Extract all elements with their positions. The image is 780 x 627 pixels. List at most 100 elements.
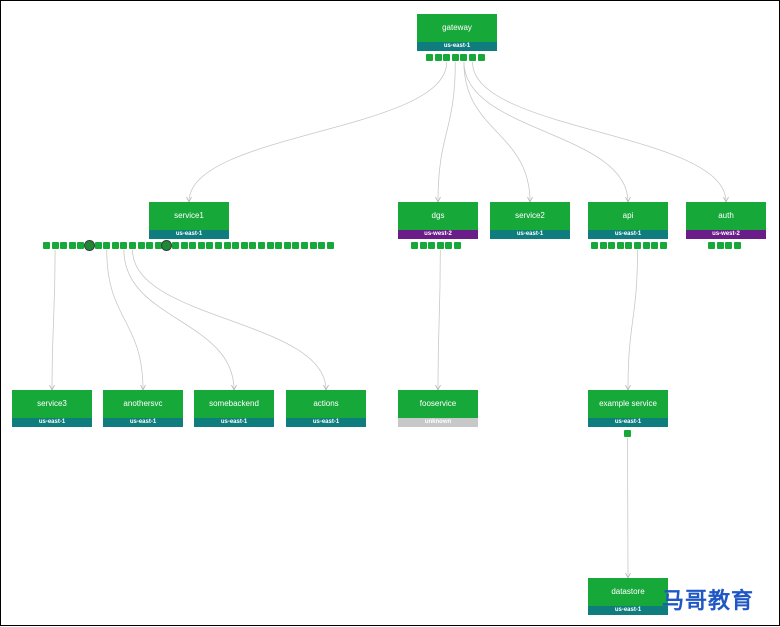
instance-marker[interactable] — [266, 242, 274, 249]
node-name: anothersvc — [103, 390, 183, 418]
instance-marker[interactable] — [68, 242, 76, 249]
instance-marker[interactable] — [451, 54, 459, 61]
node-region-badge: us-east-1 — [588, 230, 668, 239]
node-name: datastore — [588, 578, 668, 606]
instance-marker[interactable] — [434, 54, 442, 61]
instance-marker[interactable] — [460, 54, 468, 61]
instance-marker[interactable] — [172, 242, 179, 249]
instance-marker[interactable] — [154, 242, 162, 249]
instance-marker-selected[interactable] — [85, 241, 94, 250]
node-region-badge: us-west-2 — [686, 230, 766, 239]
edge-gateway-to-service2 — [463, 61, 531, 203]
instance-marker[interactable] — [651, 242, 659, 249]
instance-marker[interactable] — [426, 54, 433, 61]
instance-marker[interactable] — [591, 242, 598, 249]
instance-marker[interactable] — [469, 54, 476, 61]
instance-marker[interactable] — [419, 242, 427, 249]
edge-service1-to-actions — [132, 249, 327, 391]
instance-marker[interactable] — [708, 242, 715, 249]
instance-marker[interactable] — [309, 242, 317, 249]
instance-marker[interactable] — [103, 242, 111, 249]
instance-marker[interactable] — [283, 242, 291, 249]
instance-marker[interactable] — [634, 242, 641, 249]
instance-marker[interactable] — [616, 242, 624, 249]
instance-marker[interactable] — [137, 242, 145, 249]
node-region-badge: us-east-1 — [417, 42, 497, 51]
node-region-badge: unknown — [398, 418, 478, 427]
instance-marker[interactable] — [599, 242, 607, 249]
instance-marker[interactable] — [146, 242, 154, 249]
instance-marker[interactable] — [411, 242, 418, 249]
instance-marker[interactable] — [624, 430, 631, 437]
instance-marker[interactable] — [445, 242, 453, 249]
instance-marker[interactable] — [318, 242, 326, 249]
node-name: somebackend — [194, 390, 274, 418]
instance-marker[interactable] — [258, 242, 265, 249]
node-name: gateway — [417, 14, 497, 42]
instance-marker[interactable] — [197, 242, 205, 249]
instance-marker[interactable] — [716, 242, 724, 249]
instance-marker[interactable] — [223, 242, 231, 249]
edge-service1-to-somebackend — [123, 249, 235, 391]
instance-marker[interactable] — [477, 54, 485, 61]
node-name: fooservice — [398, 390, 478, 418]
instance-marker-selected[interactable] — [162, 241, 172, 250]
instance-marker[interactable] — [428, 242, 436, 249]
node-region-badge: us-east-1 — [490, 230, 570, 239]
watermark-text: 马哥教育 — [662, 589, 755, 614]
instance-marker[interactable] — [275, 242, 283, 249]
node-name: auth — [686, 202, 766, 230]
instance-marker[interactable] — [240, 242, 248, 249]
node-region-badge: us-east-1 — [194, 418, 274, 427]
instance-marker[interactable] — [232, 242, 240, 249]
instance-marker[interactable] — [443, 54, 451, 61]
edge-service1-to-service3 — [51, 249, 56, 391]
instance-marker[interactable] — [326, 242, 334, 249]
instance-marker[interactable] — [292, 242, 300, 249]
instance-marker[interactable] — [120, 242, 128, 249]
node-region-badge: us-east-1 — [149, 230, 229, 239]
edge-example-service-to-datastore — [627, 437, 629, 579]
instance-marker[interactable] — [436, 242, 444, 249]
instance-marker[interactable] — [215, 242, 222, 249]
instance-marker[interactable] — [659, 242, 667, 249]
node-region-badge: us-east-1 — [286, 418, 366, 427]
instance-marker[interactable] — [129, 242, 136, 249]
instance-marker[interactable] — [180, 242, 188, 249]
instance-marker[interactable] — [454, 242, 461, 249]
instance-marker[interactable] — [725, 242, 733, 249]
node-name: service3 — [12, 390, 92, 418]
instance-marker[interactable] — [77, 242, 85, 249]
instance-marker[interactable] — [51, 242, 59, 249]
instance-marker[interactable] — [43, 242, 50, 249]
instance-marker[interactable] — [189, 242, 197, 249]
instance-marker[interactable] — [625, 242, 633, 249]
instance-marker[interactable] — [94, 242, 102, 249]
instance-marker[interactable] — [642, 242, 650, 249]
instance-marker[interactable] — [608, 242, 616, 249]
node-name: service1 — [149, 202, 229, 230]
edge-gateway-to-dgs — [437, 61, 456, 203]
instance-marker[interactable] — [60, 242, 68, 249]
instance-marker[interactable] — [111, 242, 119, 249]
edge-gateway-to-auth — [472, 61, 727, 203]
instance-marker[interactable] — [249, 242, 257, 249]
instance-marker[interactable] — [733, 242, 741, 249]
instance-marker[interactable] — [301, 242, 308, 249]
instance-marker[interactable] — [206, 242, 214, 249]
